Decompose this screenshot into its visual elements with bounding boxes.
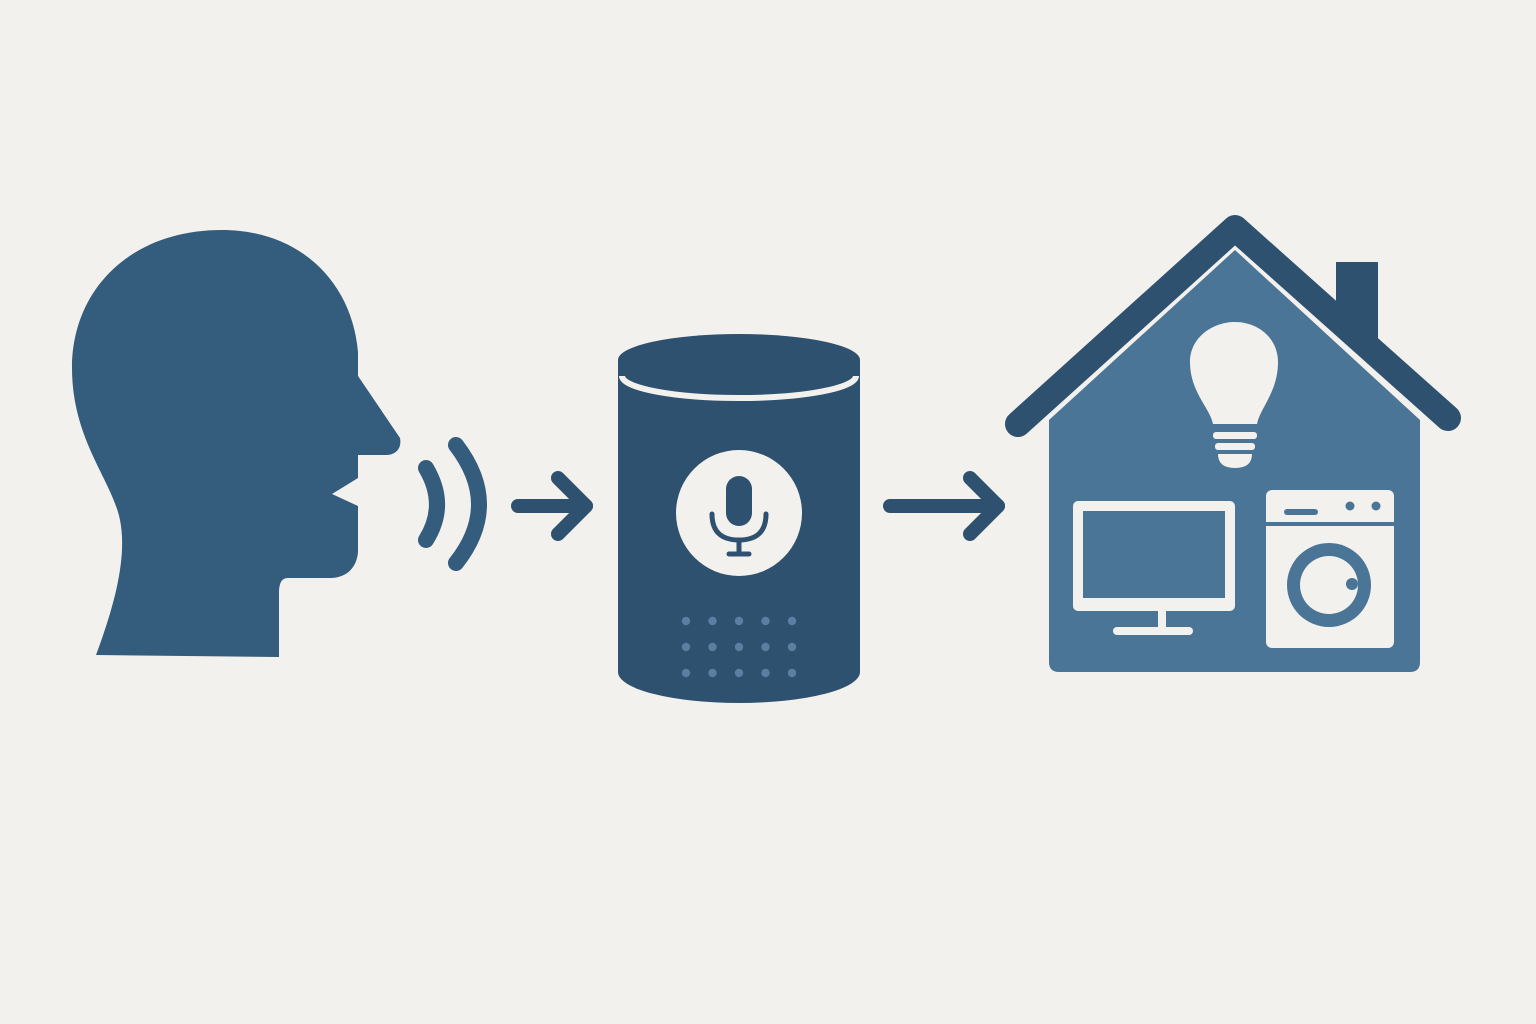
grille-dot bbox=[734, 616, 744, 626]
speaking-head-icon bbox=[72, 230, 401, 657]
grille-dot bbox=[787, 668, 797, 678]
grille-dot bbox=[708, 642, 717, 652]
grille-dot bbox=[734, 642, 744, 652]
arrow-right-icon bbox=[883, 471, 1005, 541]
washing-machine-icon bbox=[1266, 490, 1394, 648]
grille-dot bbox=[761, 642, 770, 652]
grille-dot bbox=[708, 616, 717, 626]
chimney bbox=[1336, 262, 1378, 342]
grille-dot bbox=[681, 616, 691, 626]
grille-dot bbox=[681, 642, 691, 652]
smart-speaker-icon bbox=[618, 334, 860, 703]
grille-dot bbox=[734, 668, 744, 678]
house-icon bbox=[1005, 215, 1461, 672]
grille-dot bbox=[708, 668, 717, 678]
grille-dot bbox=[761, 616, 770, 626]
grille-dot bbox=[761, 668, 770, 678]
microphone-icon bbox=[709, 476, 769, 557]
light-bulb-icon bbox=[1190, 322, 1278, 468]
grille-dot bbox=[787, 616, 797, 626]
sound-waves-icon bbox=[418, 437, 487, 571]
grille-dot bbox=[681, 668, 691, 678]
speaker-grille bbox=[681, 616, 797, 678]
monitor-icon bbox=[1073, 501, 1235, 635]
roof bbox=[1005, 215, 1461, 437]
arrow-right-icon bbox=[511, 471, 593, 541]
grille-dot bbox=[787, 642, 797, 652]
